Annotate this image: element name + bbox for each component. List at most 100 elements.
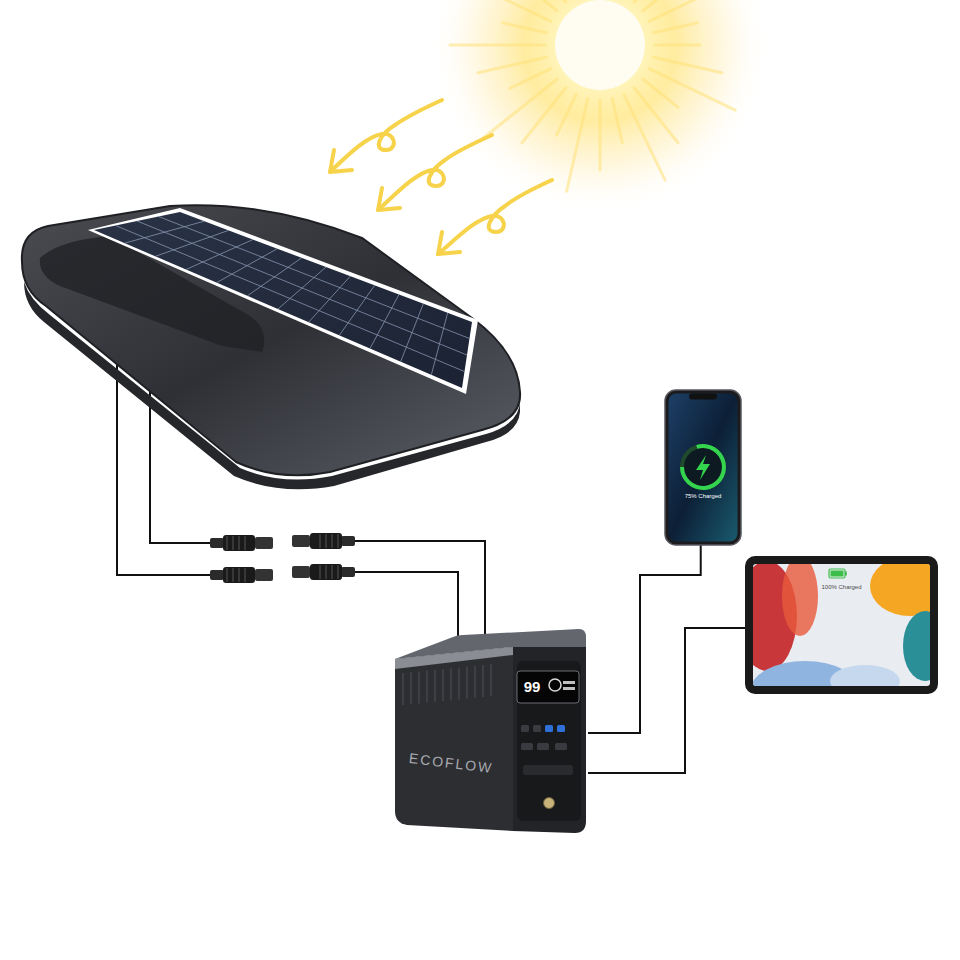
phone-notch	[689, 394, 717, 400]
charge-ring-track	[682, 446, 724, 488]
sun-ray	[567, 99, 588, 192]
sun-ray	[624, 95, 665, 181]
text-slot: 100% Charged	[785, 582, 898, 592]
vent-slot	[426, 671, 427, 703]
connector-ridge	[332, 534, 333, 548]
mc4-connectors	[210, 533, 355, 583]
sun-ray	[522, 88, 566, 143]
station-vents	[403, 664, 491, 705]
connector-ridge	[320, 534, 321, 548]
control-panel	[517, 661, 581, 821]
vent-slot	[410, 672, 411, 704]
power-button	[544, 798, 555, 809]
connector-ridge	[239, 568, 240, 582]
tablet-node: 100% Charged	[745, 556, 938, 694]
connector-ridge	[227, 568, 228, 582]
connector-head	[255, 569, 273, 581]
wallpaper-lightblue	[830, 665, 900, 686]
connector-ridge	[233, 568, 234, 582]
arrow-head	[330, 150, 352, 172]
station-top	[395, 629, 586, 659]
sunlight-arrow	[330, 100, 442, 172]
sun-ray	[612, 99, 622, 143]
lcd-bar	[563, 687, 575, 690]
connector-ridge	[338, 565, 339, 579]
connector-tail	[341, 567, 355, 577]
screen-ground	[753, 564, 930, 686]
sun-ray	[538, 0, 566, 2]
connector-body	[223, 535, 255, 551]
sun-core	[555, 0, 645, 90]
sun-ray	[654, 57, 722, 73]
cell-line	[116, 226, 465, 372]
charge-status: 75% Charged	[685, 493, 722, 500]
wallpaper-orange	[870, 564, 930, 616]
sun-ray	[655, 44, 700, 47]
connector-ridge	[233, 536, 234, 550]
battery-tip	[845, 572, 847, 576]
device-illustration	[745, 556, 938, 694]
vent-slot	[458, 667, 459, 699]
solar-panel-frame	[88, 208, 478, 394]
vent-slot	[490, 664, 491, 696]
vent-slot	[442, 669, 443, 701]
tablet-bezel	[745, 556, 938, 694]
phone-screen	[669, 394, 738, 542]
text-slot: 75% Charged	[665, 490, 741, 502]
sunlight-arrow	[378, 135, 492, 210]
solar-wire	[355, 572, 458, 638]
battery-outline	[829, 569, 845, 578]
output-port	[521, 743, 533, 750]
vent-slot	[474, 666, 475, 698]
power-station-node: ECOFLOW 99	[393, 625, 588, 835]
mc4-connector	[292, 533, 355, 549]
vent-slot	[418, 671, 419, 703]
cell-line	[137, 221, 467, 355]
vent-slot	[434, 670, 435, 702]
wallpaper-teal	[903, 611, 930, 681]
sun-ray	[503, 23, 547, 33]
sun-ray	[650, 69, 736, 110]
text-slot: 99	[519, 675, 545, 699]
connector-ridge	[239, 536, 240, 550]
arrow-head	[438, 232, 460, 254]
solar-cell-grid	[116, 217, 470, 375]
cell-line	[159, 217, 470, 339]
display-readout: 99	[524, 679, 541, 696]
wallpaper-blue	[753, 661, 860, 686]
sun-ray	[450, 44, 545, 47]
text-slot: ECOFLOW	[400, 747, 502, 781]
sun-ray	[599, 100, 602, 170]
sun-ray	[634, 88, 678, 143]
lightning-bolt	[696, 455, 710, 480]
sun-glow	[430, 0, 770, 215]
connector-tail	[341, 536, 355, 546]
connector-ridge	[245, 536, 246, 550]
port-panel	[523, 765, 573, 775]
connector-ridge	[245, 568, 246, 582]
sun-ray	[487, 0, 550, 21]
connector-ridge	[227, 536, 228, 550]
connector-ridge	[338, 534, 339, 548]
sun-ray	[654, 23, 698, 33]
station-side	[395, 647, 513, 831]
wallpaper-red	[753, 564, 797, 671]
brand-label: ECOFLOW	[408, 751, 494, 777]
connector-ridge	[320, 565, 321, 579]
lcd-ring	[549, 679, 561, 691]
connector-ridge	[326, 534, 327, 548]
phone-node: 75% Charged	[665, 390, 741, 545]
phone-body	[665, 390, 741, 545]
mc4-connector	[292, 564, 355, 580]
sun-ray	[483, 0, 557, 11]
sun-ray	[650, 0, 736, 21]
power-cable	[588, 545, 701, 733]
arrow-head	[378, 188, 400, 210]
roof-box	[22, 205, 520, 489]
sun-ray	[557, 95, 577, 136]
roof-box-shell	[22, 205, 520, 475]
